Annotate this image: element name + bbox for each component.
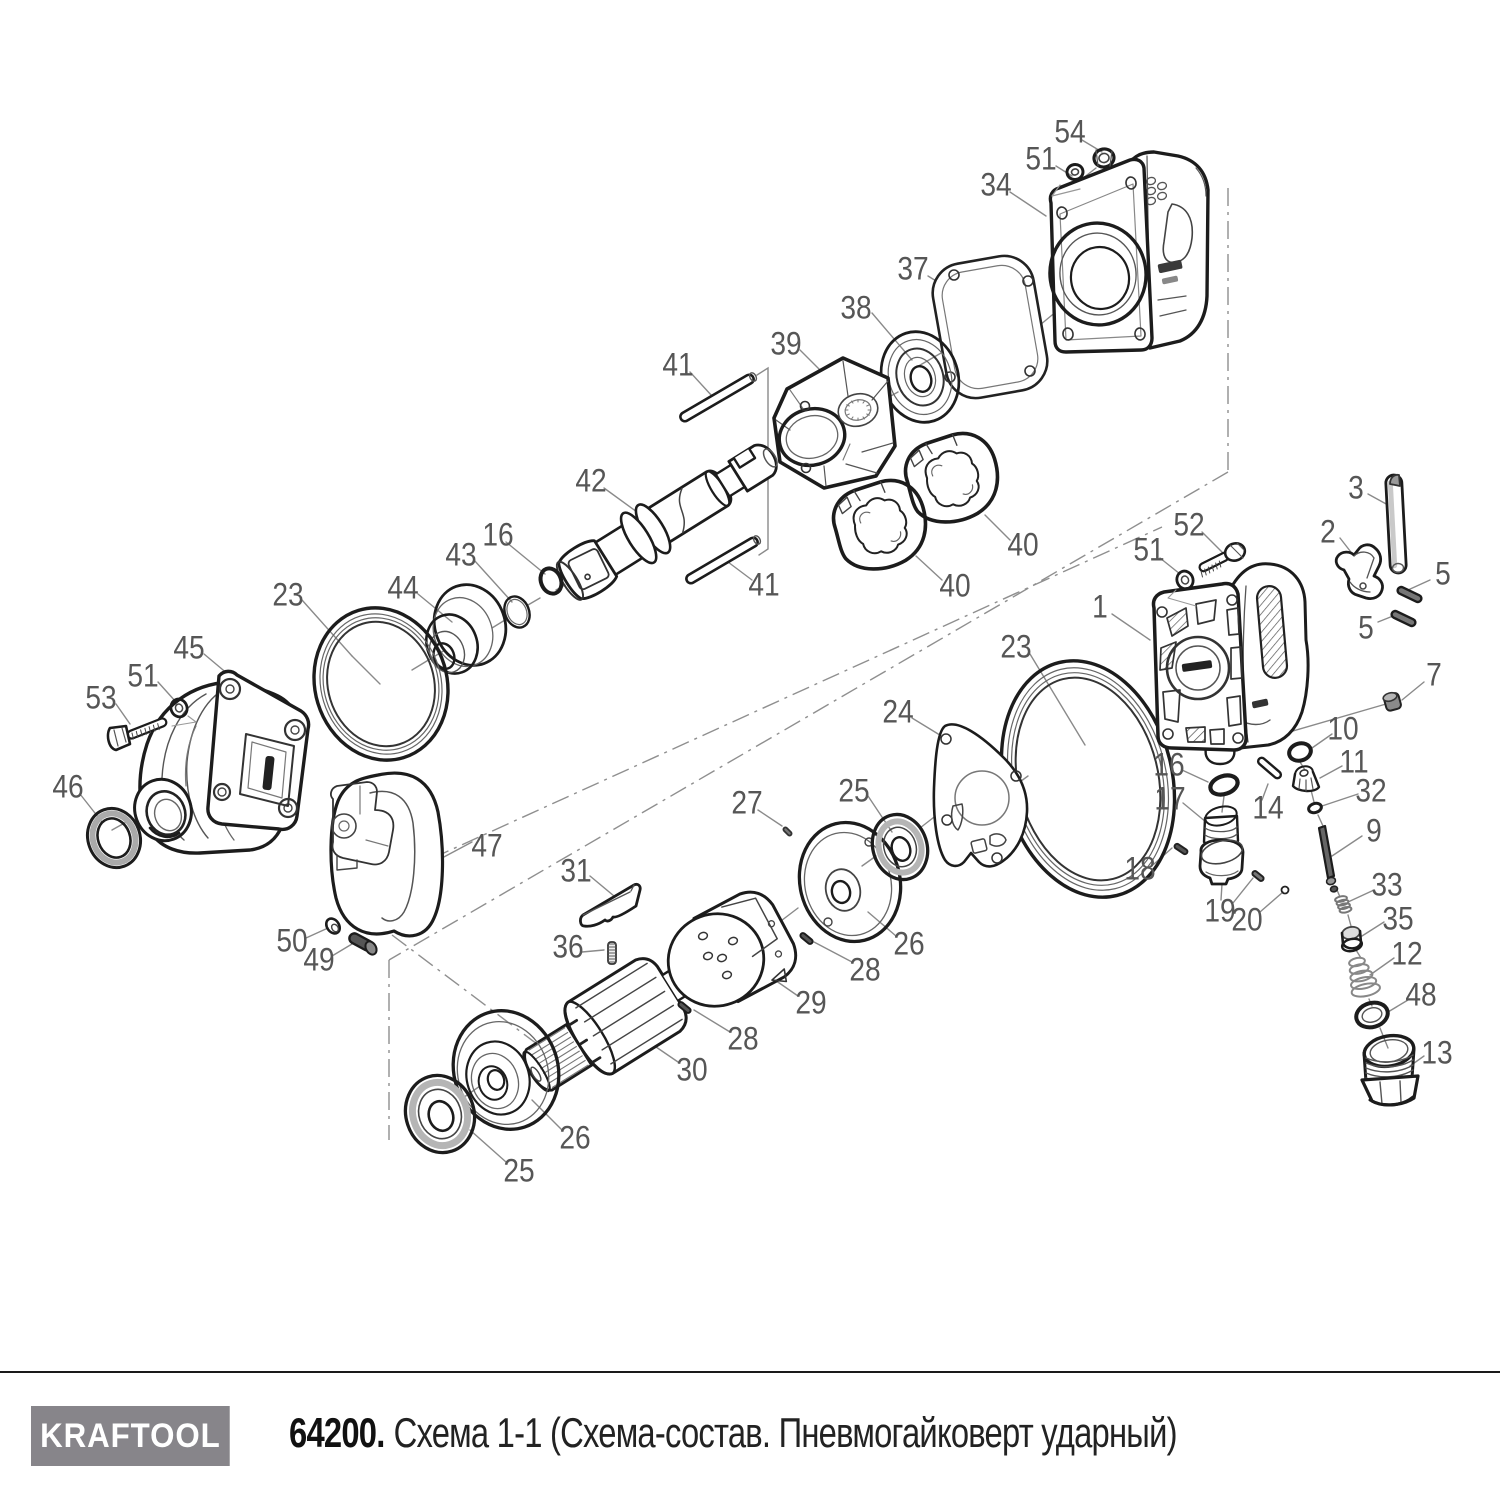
svg-text:35: 35: [1382, 902, 1413, 937]
svg-text:41: 41: [662, 348, 693, 383]
svg-text:47: 47: [471, 829, 502, 864]
svg-text:27: 27: [731, 786, 762, 821]
svg-text:25: 25: [838, 774, 869, 809]
svg-text:20: 20: [1231, 903, 1262, 938]
svg-text:51: 51: [1025, 142, 1056, 177]
svg-text:19: 19: [1204, 894, 1235, 929]
svg-text:24: 24: [882, 695, 913, 730]
svg-text:28: 28: [727, 1022, 758, 1057]
svg-text:48: 48: [1405, 978, 1436, 1013]
svg-text:49: 49: [303, 943, 334, 978]
svg-text:32: 32: [1355, 774, 1386, 809]
svg-text:53: 53: [85, 681, 116, 716]
svg-text:36: 36: [552, 930, 583, 965]
svg-text:45: 45: [173, 631, 204, 666]
svg-text:51: 51: [1133, 533, 1164, 568]
svg-text:43: 43: [445, 538, 476, 573]
svg-text:33: 33: [1371, 868, 1402, 903]
svg-text:1: 1: [1092, 590, 1108, 625]
svg-text:16: 16: [482, 518, 513, 553]
svg-text:42: 42: [575, 464, 606, 499]
svg-text:11: 11: [1339, 745, 1368, 780]
svg-text:50: 50: [276, 924, 307, 959]
svg-text:13: 13: [1421, 1036, 1452, 1071]
svg-text:7: 7: [1426, 658, 1442, 693]
svg-text:40: 40: [1007, 528, 1038, 563]
svg-text:9: 9: [1366, 814, 1382, 849]
svg-text:14: 14: [1252, 791, 1283, 826]
svg-text:23: 23: [272, 578, 303, 613]
svg-text:41: 41: [748, 568, 779, 603]
svg-text:34: 34: [980, 168, 1011, 203]
svg-text:54: 54: [1054, 115, 1085, 150]
svg-text:5: 5: [1358, 611, 1374, 646]
svg-text:46: 46: [52, 770, 83, 805]
svg-text:5: 5: [1435, 557, 1451, 592]
svg-text:25: 25: [503, 1154, 534, 1189]
svg-text:38: 38: [840, 291, 871, 326]
svg-text:52: 52: [1173, 508, 1204, 543]
svg-text:26: 26: [893, 927, 924, 962]
svg-text:30: 30: [676, 1053, 707, 1088]
svg-text:39: 39: [770, 327, 801, 362]
svg-text:31: 31: [560, 854, 591, 889]
svg-text:26: 26: [559, 1121, 590, 1156]
svg-text:18: 18: [1124, 852, 1155, 887]
svg-text:3: 3: [1348, 471, 1364, 506]
svg-text:51: 51: [127, 659, 158, 694]
svg-text:17: 17: [1154, 782, 1185, 817]
svg-text:44: 44: [387, 571, 418, 606]
svg-text:37: 37: [897, 252, 928, 287]
svg-text:40: 40: [939, 569, 970, 604]
svg-text:10: 10: [1327, 712, 1358, 747]
svg-text:2: 2: [1320, 515, 1336, 550]
svg-text:12: 12: [1391, 937, 1422, 972]
svg-text:16: 16: [1153, 748, 1184, 783]
svg-text:23: 23: [1000, 630, 1031, 665]
svg-text:28: 28: [849, 953, 880, 988]
svg-text:29: 29: [795, 986, 826, 1021]
